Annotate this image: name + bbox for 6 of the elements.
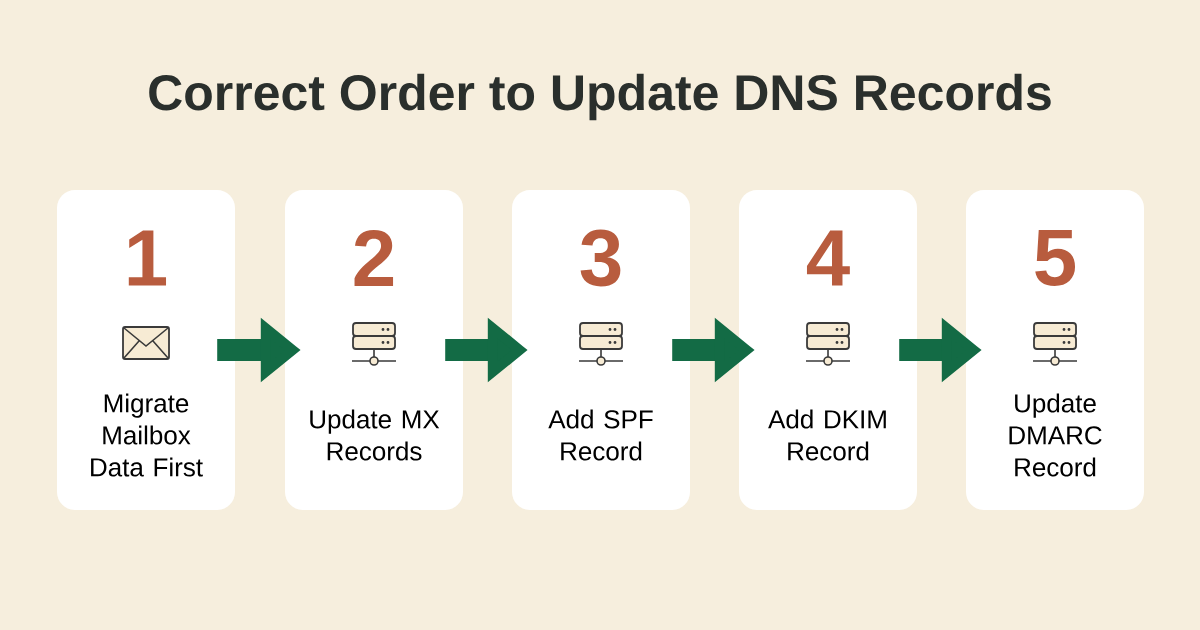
- step-label: Add SPF Record: [548, 409, 653, 461]
- step-label: Add DKIM Record: [768, 409, 886, 461]
- step-label: Update DMARC Record: [1009, 393, 1102, 477]
- step-label: Migrate Mailbox Data First: [91, 393, 203, 477]
- step-label: Update MX Records: [310, 409, 440, 461]
- title: Correct Order to Update DNS Records: [149, 73, 1051, 121]
